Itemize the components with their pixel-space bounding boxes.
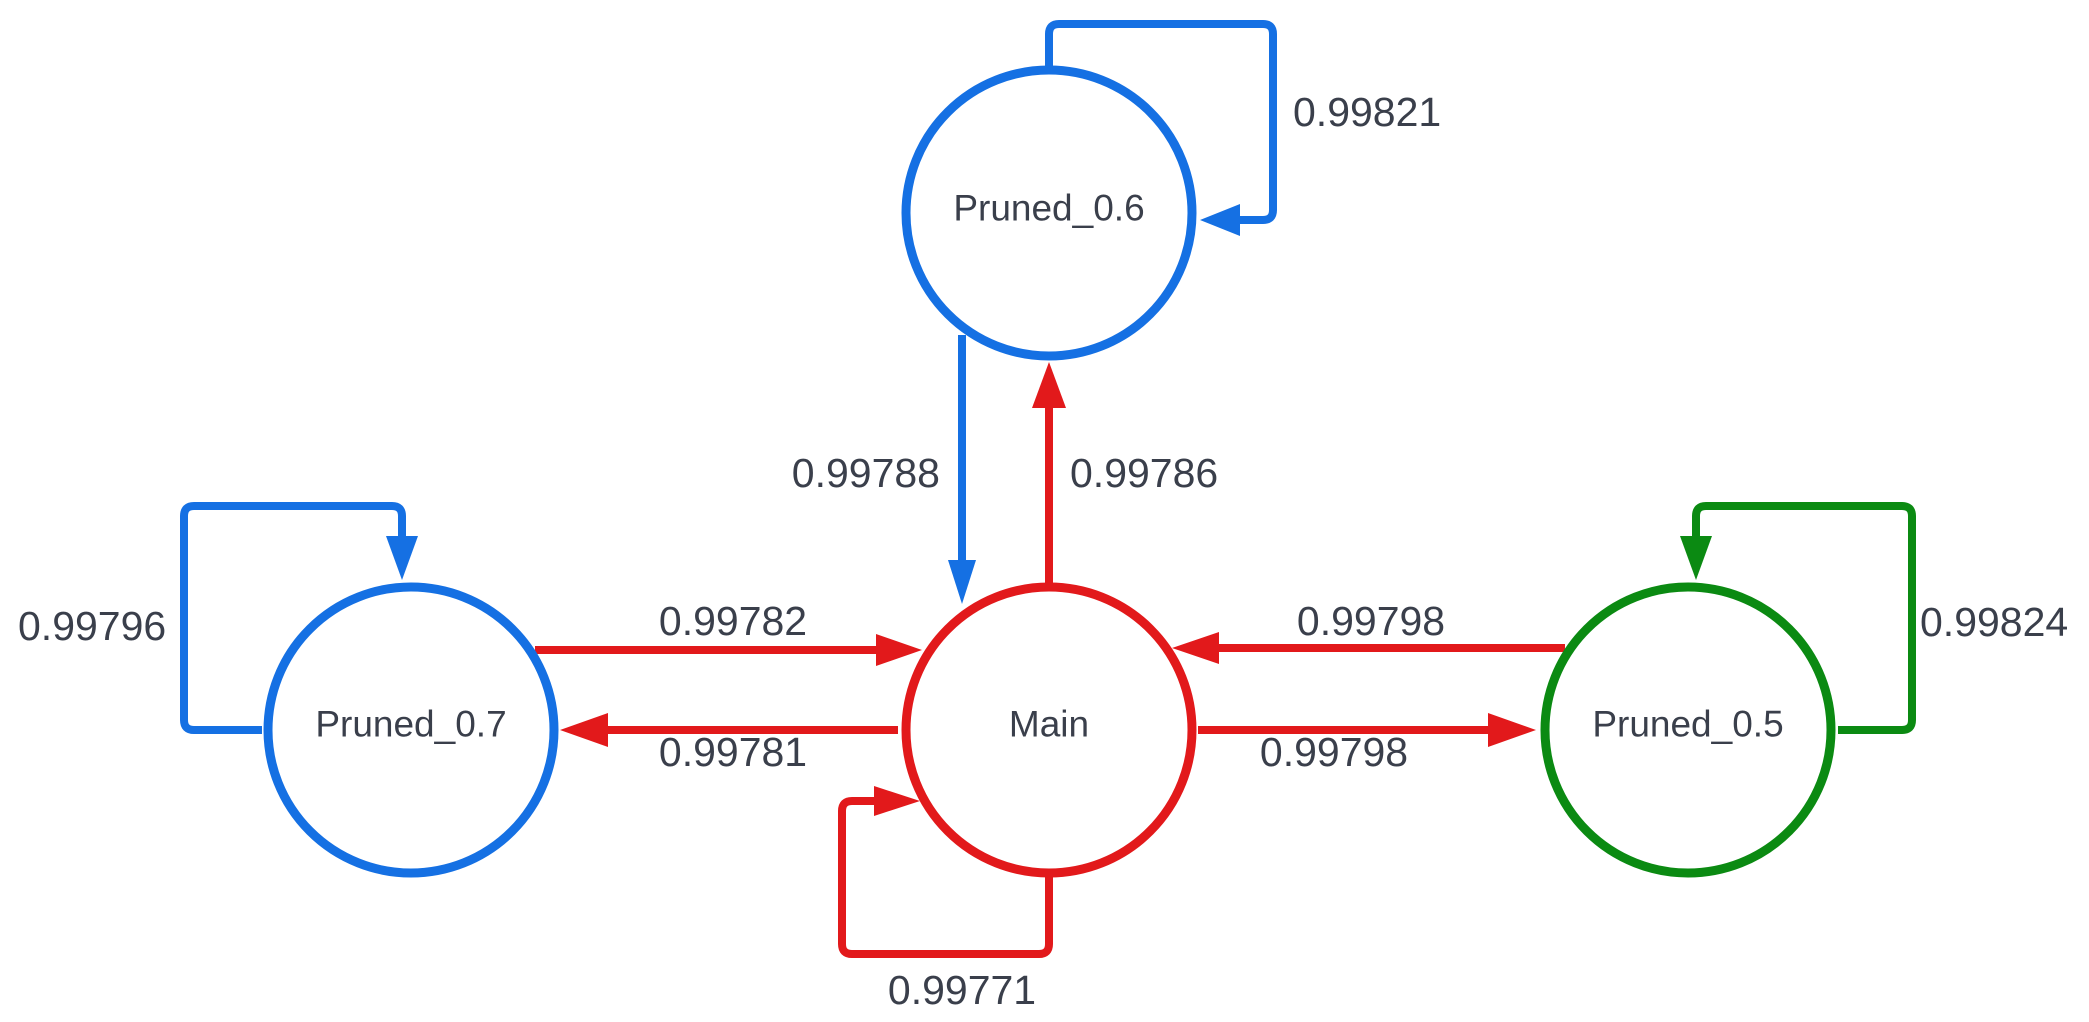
edge-label-main-self: 0.99771 [888, 967, 1036, 1013]
edge-main-to-pruned05-arrowhead [1488, 713, 1536, 747]
edge-main-to-pruned07: 0.99781 [560, 713, 898, 775]
node-pruned-0-5-circle [1540, 582, 1836, 878]
edge-label-main-to-pruned06: 0.99786 [1070, 450, 1218, 496]
node-pruned-0-6-circle [901, 65, 1197, 361]
edge-pruned06-self-line [1045, 20, 1277, 224]
edge-main-self-arrowhead [874, 786, 920, 816]
node-pruned-0-6[interactable]: Pruned_0.6 [901, 65, 1197, 361]
edge-main-to-pruned07-arrowhead [560, 713, 608, 747]
edge-label-pruned05-to-main: 0.99798 [1297, 598, 1445, 644]
edge-label-pruned07-self: 0.99796 [18, 603, 166, 649]
node-pruned-0-7[interactable]: Pruned_0.7 [263, 582, 559, 878]
edge-label-pruned07-to-main: 0.99782 [659, 598, 807, 644]
node-pruned-0-5-label: Pruned_0.5 [1592, 704, 1783, 745]
edge-pruned06-to-main: 0.99788 [792, 335, 976, 604]
node-pruned-0-7-label: Pruned_0.7 [315, 704, 506, 745]
edge-pruned06-self: 0.99821 [1045, 20, 1441, 236]
edge-pruned07-to-main: 0.99782 [535, 598, 922, 666]
edge-main-to-pruned05: 0.99798 [1198, 713, 1536, 775]
edge-main-to-pruned06: 0.99786 [1032, 362, 1218, 585]
edge-pruned05-self: 0.99824 [1680, 502, 2068, 734]
edge-pruned07-self-arrowhead [386, 536, 418, 580]
edge-main-self: 0.99771 [838, 786, 1053, 1013]
edge-label-main-to-pruned07: 0.99781 [659, 729, 807, 775]
node-pruned-0-7-circle [263, 582, 559, 878]
edge-pruned07-self: 0.99796 [18, 502, 418, 734]
edge-pruned06-self-arrowhead [1200, 204, 1240, 236]
edge-pruned07-to-main-arrowhead [876, 634, 922, 666]
edge-pruned07-self-line [180, 502, 406, 734]
node-pruned-0-5[interactable]: Pruned_0.5 [1540, 582, 1836, 878]
edge-label-pruned06-to-main: 0.99788 [792, 450, 940, 496]
node-main-circle [901, 582, 1197, 878]
edge-pruned05-to-main: 0.99798 [1172, 598, 1565, 664]
node-main-label: Main [1009, 704, 1089, 745]
node-main[interactable]: Main [901, 582, 1197, 878]
edge-pruned05-self-line [1692, 502, 1916, 734]
edge-pruned06-to-main-arrowhead [948, 560, 976, 604]
edge-label-pruned05-self: 0.99824 [1920, 599, 2068, 645]
edge-pruned05-to-main-arrowhead [1172, 632, 1219, 664]
edge-label-main-to-pruned05: 0.99798 [1260, 729, 1408, 775]
edge-pruned05-self-arrowhead [1680, 536, 1712, 580]
node-pruned-0-6-label: Pruned_0.6 [953, 188, 1144, 229]
edge-main-to-pruned06-arrowhead [1032, 362, 1066, 408]
edge-main-self-line [838, 797, 1053, 958]
edge-label-pruned06-self: 0.99821 [1293, 89, 1441, 135]
